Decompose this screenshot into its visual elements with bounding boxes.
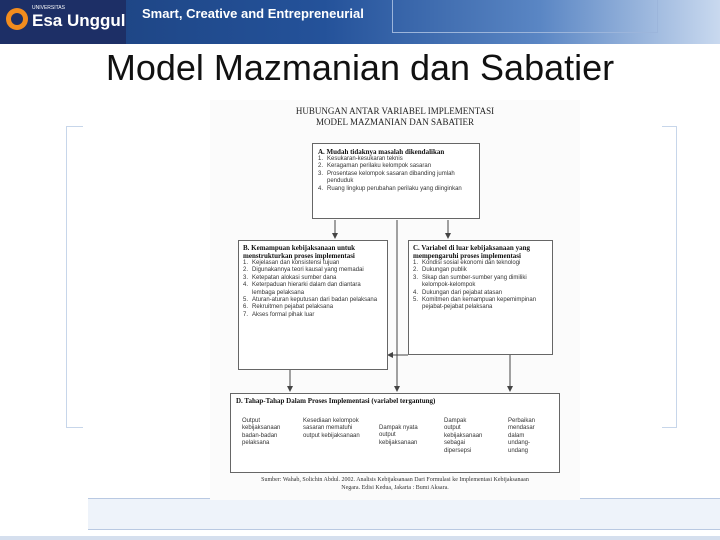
stage-box: Dampak output kebijaksanaan sebagai dipe…: [444, 418, 483, 454]
box-c-item: 5.Komitmen dan kemampuan kepemimpinan pe…: [413, 297, 537, 311]
box-b-item: 5.Aturan-aturan keputusan dari badan pel…: [243, 297, 378, 304]
slide-frame-left: [66, 126, 83, 428]
stage-box: Output kebijaksanaan badan-badan pelaksa…: [242, 418, 281, 447]
box-b-item: 3.Ketepatan alokasi sumber dana: [243, 274, 337, 281]
slide-frame-right: [662, 126, 677, 428]
footer-line: [0, 536, 720, 540]
box-c-item: 4.Dukungan dari pejabat atasan: [413, 289, 503, 296]
box-c-heading: C. Variabel di luar kebijaksanaan yang m…: [413, 244, 530, 260]
box-a-item: 1.Kesukaran-kesukaran teknis: [318, 156, 403, 162]
stage-box: Kesediaan kelompok sasaran mematuhi outp…: [303, 418, 360, 439]
box-a-heading: A. Mudah tidaknya masalah dikendalikan: [318, 148, 445, 156]
diagram-source: Sumber: Wahab, Solichin Abdul. 2002. Ana…: [210, 476, 580, 492]
box-b-item: 4.Keterpaduan hierarki dalam dan diantar…: [243, 282, 361, 296]
source-line-1: Sumber: Wahab, Solichin Abdul. 2002. Ana…: [261, 477, 529, 483]
box-d-heading: D. Tahap-Tahap Dalam Proses Implementasi…: [236, 397, 436, 405]
diagram-title-line-2: MODEL MAZMANIAN DAN SABATIER: [316, 117, 474, 127]
logo-text: Esa Unggul: [32, 11, 126, 30]
implementation-diagram: HUBUNGAN ANTAR VARIABEL IMPLEMENTASI MOD…: [210, 100, 580, 500]
slide-title: Model Mazmanian dan Sabatier: [105, 47, 615, 88]
logo-emblem-icon: [6, 8, 28, 30]
box-b-item: 6.Rekruitmen pejabat pelaksana: [243, 304, 334, 311]
header-banner: UNIVERSITAS Esa Unggul Smart, Creative a…: [0, 0, 720, 44]
tagline: Smart, Creative and Entrepreneurial: [142, 6, 364, 21]
logo-small-text: UNIVERSITAS: [32, 5, 65, 11]
diagram-title-line-1: HUBUNGAN ANTAR VARIABEL IMPLEMENTASI: [295, 106, 495, 116]
university-logo: UNIVERSITAS Esa Unggul: [0, 0, 126, 44]
box-d-implementation-stages: D. Tahap-Tahap Dalam Proses Implementasi…: [230, 393, 560, 473]
box-c-item: 1.Kondisi sosial ekonomi dan teknologi: [413, 260, 521, 266]
box-a-item: 4.Ruang lingkup perubahan perilaku yang …: [318, 185, 462, 192]
banner-decoration: [392, 0, 658, 33]
box-b-heading: B. Kemampuan kebijaksanaan untuk menstru…: [243, 244, 356, 260]
source-line-2: Negara. Edisi Kedua, Jakarta : Bumi Aksa…: [341, 485, 449, 491]
box-a-item: 3.Prosentase kelompok sasaran dibanding …: [318, 170, 455, 185]
footer-band: [88, 498, 720, 530]
box-b-policy-structuring: B. Kemampuan kebijaksanaan untuk menstru…: [238, 240, 388, 370]
stage-box: Dampak nyata output kebijaksanaan: [379, 425, 418, 446]
box-b-item: 2.Digunakannya teori kausal yang memadai: [243, 267, 364, 274]
box-c-item: 3.Sikap dan sumber-sumber yang dimiliki …: [413, 274, 527, 289]
box-c-item: 2.Dukungan publik: [413, 267, 467, 274]
stage-box: Perbaikan mendasar dalam undang-undang: [508, 418, 536, 454]
box-c-external-variables: C. Variabel di luar kebijaksanaan yang m…: [408, 240, 553, 355]
box-b-item: 7.Akses formal pihak luar: [243, 311, 315, 318]
box-a-item: 2.Keragaman perilaku kelompok sasaran: [318, 163, 432, 170]
box-a-problem-tractability: A. Mudah tidaknya masalah dikendalikan 1…: [312, 143, 480, 219]
box-b-item: 1.Kejelasan dan konsistensi tujuan: [243, 260, 340, 266]
